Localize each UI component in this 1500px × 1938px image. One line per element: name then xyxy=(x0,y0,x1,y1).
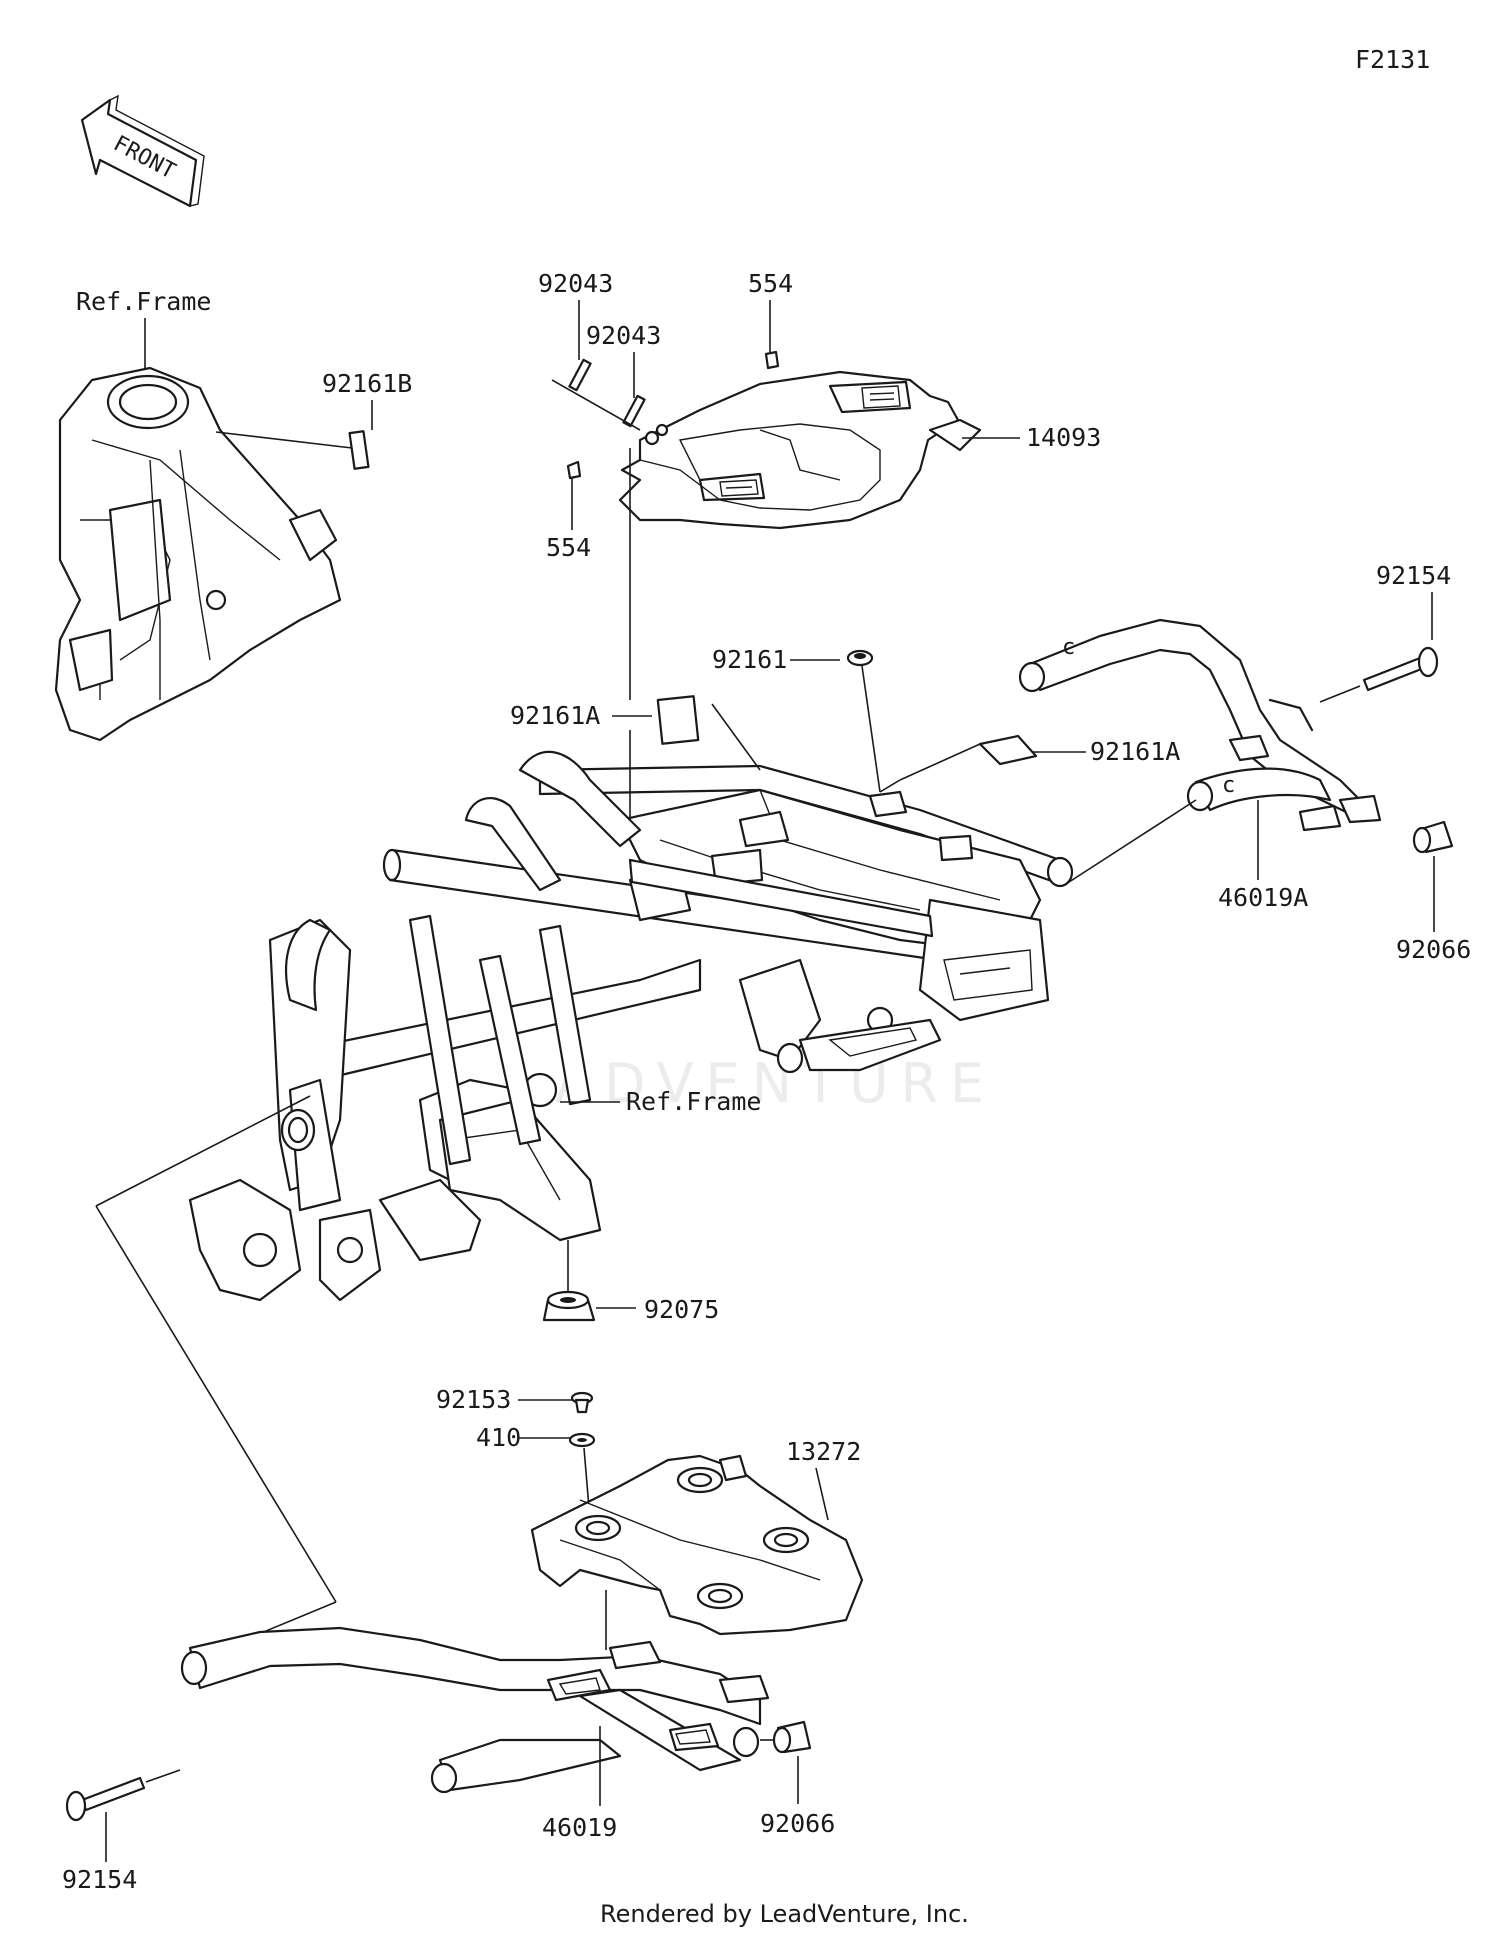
pin-92043 xyxy=(551,358,646,431)
callout-14093: 14093 xyxy=(1026,423,1101,452)
main-frame-drawing xyxy=(188,750,1074,1302)
callout-92075: 92075 xyxy=(644,1295,719,1324)
guard-46019A: c c xyxy=(1018,618,1382,832)
ref-frame-label-main: Ref.Frame xyxy=(626,1087,761,1116)
diagram-code: F2131 xyxy=(1355,45,1430,74)
label-plate-92161A-right xyxy=(978,734,1038,766)
screw-92153 xyxy=(570,1391,594,1414)
footer-credit: Rendered by LeadVenture, Inc. xyxy=(600,1900,969,1928)
callout-554-b: 554 xyxy=(546,533,591,562)
bolt-92154-right xyxy=(1362,646,1439,692)
label-plate-92161A-left xyxy=(656,695,700,745)
callout-554-a: 554 xyxy=(748,269,793,298)
label-plate-92161B xyxy=(348,430,370,470)
clip-554 xyxy=(566,350,780,480)
callout-92161A-left: 92161A xyxy=(510,701,600,730)
grommet-92161 xyxy=(846,649,874,667)
callout-13272: 13272 xyxy=(786,1437,861,1466)
callout-92161A-right: 92161A xyxy=(1090,737,1180,766)
callout-92066-bottom: 92066 xyxy=(760,1809,835,1838)
front-arrow-icon: FRONT xyxy=(80,94,205,208)
callout-410: 410 xyxy=(476,1423,521,1452)
callout-92043-a: 92043 xyxy=(538,269,613,298)
bolt-92154-bottom xyxy=(65,1776,146,1822)
callout-92161: 92161 xyxy=(712,645,787,674)
cover-14093 xyxy=(618,370,982,530)
guard-46019 xyxy=(180,1626,770,1794)
watermark-text: ADVENTURE xyxy=(555,1052,996,1115)
callout-92043-b: 92043 xyxy=(586,321,661,350)
washer-410 xyxy=(568,1432,596,1448)
ref-frame-label-top: Ref.Frame xyxy=(76,287,211,316)
mark-c-1: c xyxy=(1062,635,1075,660)
callout-92154-right: 92154 xyxy=(1376,561,1451,590)
callout-46019: 46019 xyxy=(542,1813,617,1842)
cap-92066-right xyxy=(1412,820,1454,854)
damper-92075 xyxy=(542,1290,596,1322)
cap-92066-bottom xyxy=(772,1720,812,1754)
frame-detail-drawing xyxy=(54,366,342,742)
skid-plate-13272 xyxy=(530,1454,864,1636)
callout-46019A: 46019A xyxy=(1218,883,1308,912)
callout-92066-right: 92066 xyxy=(1396,935,1471,964)
callout-92161B: 92161B xyxy=(322,369,412,398)
callout-92154-bottom: 92154 xyxy=(62,1865,137,1894)
mark-c-2: c xyxy=(1222,773,1235,798)
callout-92153: 92153 xyxy=(436,1385,511,1414)
